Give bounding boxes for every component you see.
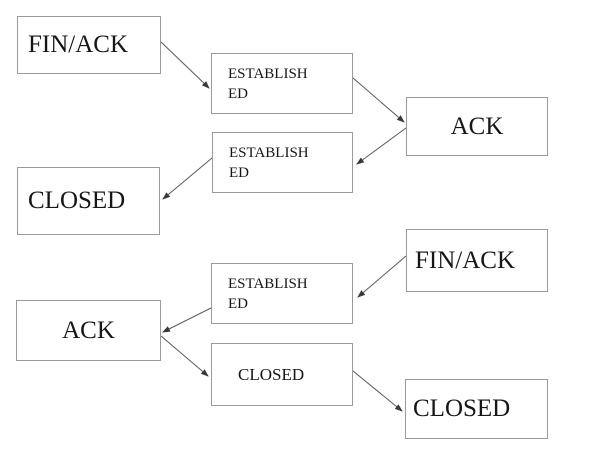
arrow-finack-tl-to-established-1 xyxy=(160,41,210,89)
node-finack-bottom-right: FIN/ACK xyxy=(406,229,548,292)
node-ack-bottom-left: ACK xyxy=(16,300,161,361)
node-label: ACK xyxy=(450,112,504,140)
node-label: CLOSED xyxy=(413,395,511,422)
node-label-line-1: ESTABLISH xyxy=(228,275,308,292)
arrow-closed-mid-to-closed-br xyxy=(352,370,403,412)
arrow-ack-tr-to-established-2 xyxy=(356,127,407,165)
node-finack-top-left: FIN/ACK xyxy=(17,16,161,74)
node-label: CLOSED xyxy=(238,364,305,384)
arrow-established-2-to-closed-tl xyxy=(162,157,213,200)
node-established-2: ESTABLISH ED xyxy=(212,132,353,193)
node-label-line-2: ED xyxy=(228,295,248,312)
node-established-1: ESTABLISH ED xyxy=(211,53,353,114)
node-label: ACK xyxy=(62,316,115,344)
arrow-ack-bl-to-closed-mid xyxy=(160,335,209,377)
node-label-line-2: ED xyxy=(229,164,249,181)
node-label-line-1: ESTABLISH xyxy=(228,65,308,82)
node-established-3: ESTABLISH ED xyxy=(211,263,353,324)
node-closed-bottom-right: CLOSED xyxy=(405,379,548,439)
node-label-line-2: ED xyxy=(228,85,248,102)
node-closed-middle: CLOSED xyxy=(211,343,353,406)
arrow-established-3-to-ack-bl xyxy=(162,307,212,333)
node-closed-top-left: CLOSED xyxy=(17,167,160,235)
node-label: CLOSED xyxy=(28,187,126,214)
node-label: FIN/ACK xyxy=(28,31,129,58)
node-ack-top-right: ACK xyxy=(406,97,548,156)
node-label-line-1: ESTABLISH xyxy=(229,144,309,161)
node-label: FIN/ACK xyxy=(415,246,516,274)
arrow-finack-br-to-established-3 xyxy=(357,255,407,298)
arrow-established-1-to-ack-tr xyxy=(352,77,405,123)
